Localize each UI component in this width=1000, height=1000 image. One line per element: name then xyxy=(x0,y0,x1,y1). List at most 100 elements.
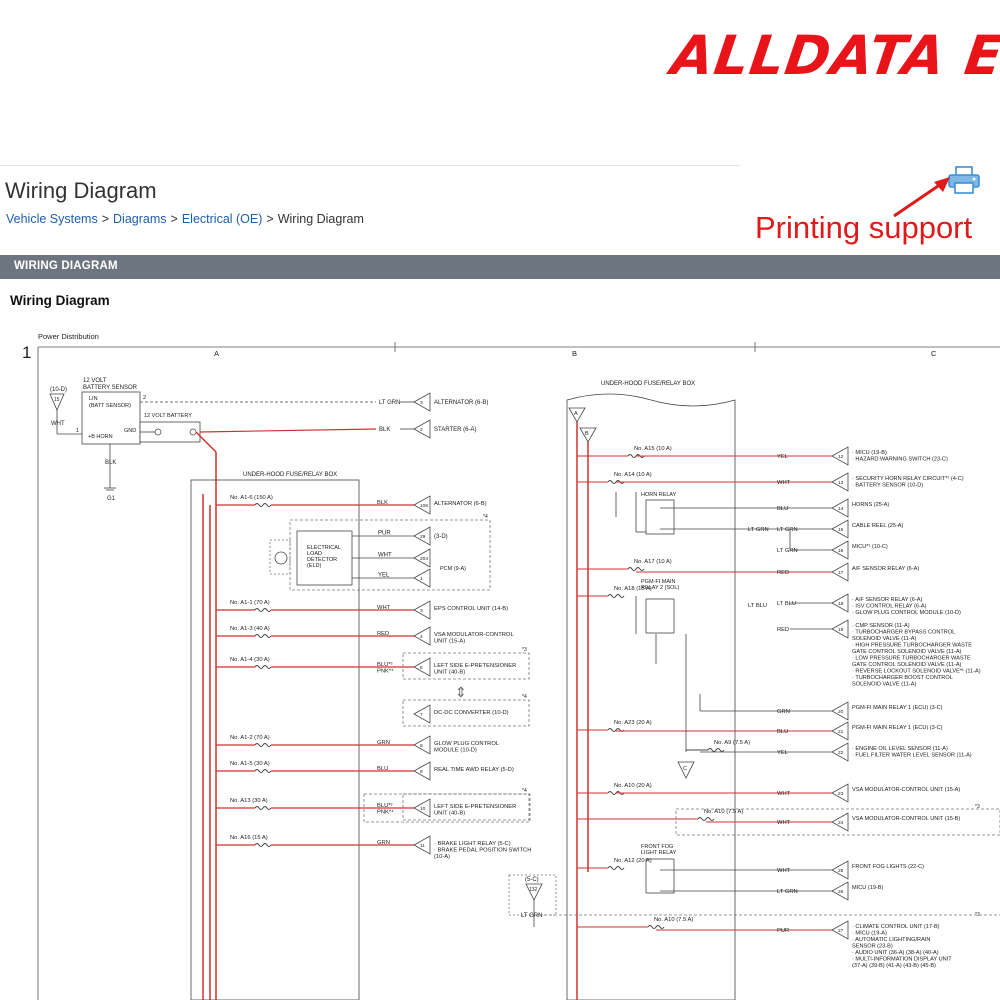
connector-number: 8 xyxy=(420,743,423,749)
connector-number: 3 xyxy=(420,608,423,614)
left-fuse-box-label: UNDER-HOOD FUSE/RELAY BOX xyxy=(243,472,337,478)
breadcrumb-separator: > xyxy=(101,212,110,226)
connector-number: 23 xyxy=(838,791,844,797)
connector-terminal xyxy=(831,920,849,940)
wire-color: BLU xyxy=(377,766,388,772)
wire-color: WHT xyxy=(777,791,791,797)
fuse-symbol xyxy=(254,608,272,612)
section-heading: Wiring Diagram xyxy=(10,293,110,308)
connector-number: 3 xyxy=(420,400,423,406)
circuit-destination: REAL TIME AWD RELAY (5-D) xyxy=(434,767,514,773)
wire-color: BLK xyxy=(377,500,388,506)
wire-color: YEL xyxy=(777,750,789,756)
wire-color: PUR xyxy=(378,531,391,537)
ground-wire-label: BLK xyxy=(105,460,116,466)
circuit-destination: · BRAKE LIGHT RELAY (5-C)· BRAKE PEDAL P… xyxy=(434,841,531,860)
connector-b xyxy=(579,427,597,443)
wire-color: BLU xyxy=(777,506,788,512)
connector-number: 106 xyxy=(420,503,428,509)
fuse-label: No. A17 (10 A) xyxy=(634,559,672,565)
connector-terminal xyxy=(831,472,849,492)
circuit-destination: · CMP SENSOR (11-A)· TURBOCHARGER BYPASS… xyxy=(852,623,981,688)
breadcrumb-vehicle-systems[interactable]: Vehicle Systems xyxy=(6,212,98,226)
breadcrumb-current: Wiring Diagram xyxy=(277,212,364,226)
page-title: Wiring Diagram xyxy=(5,178,157,203)
connector-terminal xyxy=(413,835,431,855)
circuit-destination: VSA MODULATOR-CONTROL UNIT (15-B) xyxy=(852,816,960,822)
eld-dashed-box xyxy=(289,519,491,591)
wire-color: WHT xyxy=(777,868,791,874)
battery-sensor xyxy=(81,391,141,445)
printer-icon[interactable] xyxy=(947,165,981,195)
connector-terminal xyxy=(413,600,431,620)
circuit-note: *3 xyxy=(975,912,980,918)
lower-ref-box xyxy=(508,874,557,916)
circuit-destination: PGM-FI MAIN RELAY 1 (ECU) (3-C) xyxy=(852,705,943,711)
breadcrumb-diagrams[interactable]: Diagrams xyxy=(113,212,167,226)
circuit-destination: · SECURITY HORN RELAY CIRCUIT*¹ (4-C)· B… xyxy=(852,476,964,489)
breadcrumb-electrical-oe[interactable]: Electrical (OE) xyxy=(181,212,263,226)
connector-terminal xyxy=(831,562,849,582)
connector-terminal xyxy=(413,568,431,588)
fuse-symbol xyxy=(707,748,725,752)
circuit-destination: (3-D) xyxy=(434,534,448,540)
lower-ref-number: 132 xyxy=(529,887,538,893)
wire-color: GRN xyxy=(377,840,390,846)
column-label-c: C xyxy=(931,349,937,358)
wiring-diagram[interactable]: Power Distribution 1 A B C (10-D) 15 WHT… xyxy=(0,322,1000,1000)
horn-relay xyxy=(645,499,675,535)
optional-circuit-box xyxy=(402,699,530,727)
wire-color: YEL xyxy=(378,573,390,579)
connector-number: 16 xyxy=(838,548,844,554)
wire-color: RED xyxy=(377,631,389,637)
column-label-b: B xyxy=(572,349,577,358)
connector-number: 21 xyxy=(838,729,844,735)
fuse-label: No. A10 (7.5 A) xyxy=(654,917,693,923)
fuse-label: No. A1-6 (150 A) xyxy=(230,495,273,501)
annotation-arrow xyxy=(893,177,950,218)
connector-terminal xyxy=(413,761,431,781)
fuse-label: No. A10 (7.5 A) xyxy=(704,809,743,815)
circuit-destination: CABLE REEL (25-A) xyxy=(852,523,904,529)
connector-number: 25 xyxy=(838,868,844,874)
wire-color: RED xyxy=(777,570,789,576)
circuit-destination: FRONT FOG LIGHTS (22-C) xyxy=(852,864,924,870)
wire-color: LT GRN xyxy=(777,889,798,895)
connector-terminal xyxy=(831,593,849,613)
ground-g1: G1 xyxy=(107,496,116,502)
circuit-note: *4 xyxy=(522,694,527,700)
wire-color: GRN xyxy=(777,709,790,715)
fuse-label: No. A16 (15 A) xyxy=(230,835,268,841)
fuse-symbol xyxy=(647,925,665,929)
section-bar: WIRING DIAGRAM xyxy=(0,255,1000,279)
battery-sensor-pin-1: 1 xyxy=(76,428,79,434)
connector-terminal xyxy=(413,495,431,515)
connector-terminal xyxy=(831,742,849,762)
battery-terminal-pos xyxy=(189,428,197,436)
top-divider xyxy=(0,165,740,166)
connector-number: 20 xyxy=(838,709,844,715)
connector-number: 27 xyxy=(838,928,844,934)
ground-ref-label: (10-D) xyxy=(50,387,67,393)
left-fuse-box xyxy=(190,479,360,1000)
connector-terminal xyxy=(413,657,431,677)
connector-b-label: B xyxy=(585,431,589,437)
wire-color: LT GRN xyxy=(748,527,769,533)
connector-terminal xyxy=(831,498,849,518)
fuse-label: No. A10 (20 A) xyxy=(614,783,652,789)
circuit-destination: EPS CONTROL UNIT (14-B) xyxy=(434,606,508,612)
circuit-destination: MICU (19-B) xyxy=(852,885,884,891)
wire-color: LT BLU xyxy=(748,603,767,609)
connector-terminal xyxy=(413,798,431,818)
battery-sensor-pin-2: 2 xyxy=(143,395,146,401)
connector-number: 5 xyxy=(420,665,423,671)
connector-a-label: A xyxy=(574,411,578,417)
connector-c-label: C xyxy=(683,766,687,772)
circuit-note: *4 xyxy=(522,788,527,794)
connector-number: 7 xyxy=(420,712,423,718)
connector-terminal xyxy=(831,701,849,721)
